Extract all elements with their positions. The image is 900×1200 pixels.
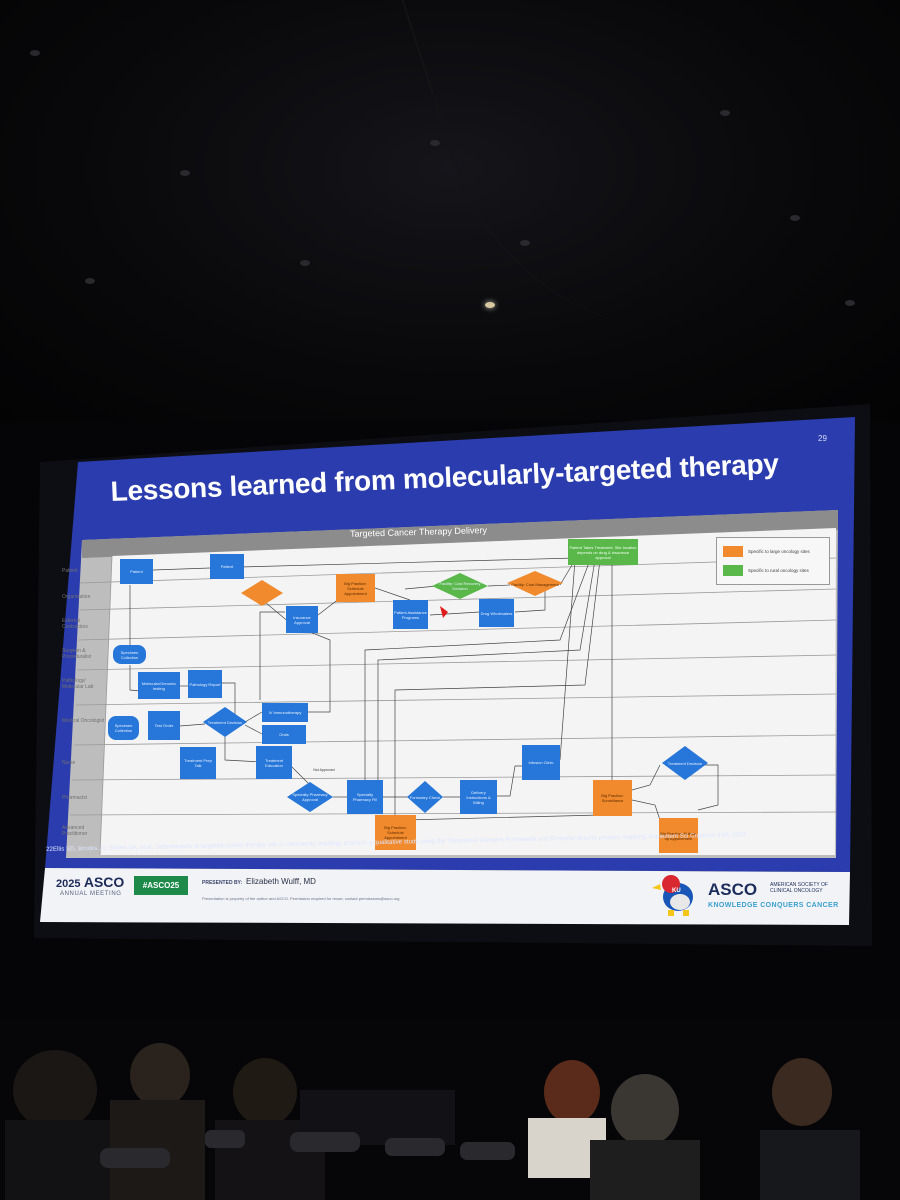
legend-label: Specific to rural oncology sites xyxy=(748,568,809,573)
ceiling-light xyxy=(790,215,800,221)
process-box: Molecular/Genomic testing xyxy=(138,672,180,699)
decision-label: Facility: Cost Management xyxy=(511,581,559,587)
decision-diamond xyxy=(287,782,333,812)
ceiling-light xyxy=(180,170,190,176)
audience-head xyxy=(544,1060,600,1124)
audience-head xyxy=(233,1058,297,1126)
process-box: Patient xyxy=(210,554,244,579)
process-box-green: Patient Takes Treatment. Site location d… xyxy=(568,539,638,565)
presented-by-label: PRESENTED BY: xyxy=(202,880,243,886)
legend-swatch-green xyxy=(723,565,743,576)
process-box: Specialty Pharmacy Fill xyxy=(347,780,383,814)
audience-body xyxy=(590,1140,700,1200)
audience-head xyxy=(130,1043,190,1107)
audience xyxy=(0,1020,900,1200)
lane-label: Medical Oncologist xyxy=(62,718,105,724)
annual-meeting-label: ANNUAL MEETING xyxy=(60,891,122,897)
process-box: Patient xyxy=(120,559,153,584)
lane-label: External Contractors xyxy=(62,618,88,630)
lane-label: Organization xyxy=(62,594,91,600)
ceiling-light xyxy=(430,140,440,146)
process-box: Specimen Collection xyxy=(113,645,146,664)
decision-label: Treatment Decision xyxy=(207,719,243,725)
asco-society-name: AMERICAN SOCIETY OF CLINICAL ONCOLOGY xyxy=(770,882,828,894)
lane-label: Nurse xyxy=(62,760,76,766)
hashtag-badge: #ASCO25 xyxy=(134,876,188,895)
process-box: Orals xyxy=(262,725,306,744)
decision-label: Facility: Cost Recovery Decision xyxy=(439,581,481,591)
audience-head xyxy=(611,1074,679,1146)
slide-footer-band xyxy=(40,868,850,925)
lane-label: Patient xyxy=(62,568,78,574)
meeting-brand: ASCO xyxy=(83,874,125,890)
process-box: Delivery Instructions & Billing xyxy=(460,780,497,814)
meeting-year: 2025 xyxy=(56,878,81,890)
ceiling-light xyxy=(520,240,530,246)
decision-diamond xyxy=(407,781,443,813)
legend-swatch-orange xyxy=(723,546,743,557)
legend-item: Specific to rural oncology sites xyxy=(723,565,809,576)
audience-head xyxy=(772,1058,832,1126)
legend-label: Specific to large oncology sites xyxy=(748,549,810,554)
edge-label: Not Approved xyxy=(313,767,335,772)
audience-head xyxy=(13,1050,97,1130)
process-box: Test Order xyxy=(148,711,180,740)
ceiling xyxy=(0,0,900,420)
diagram-legend: Specific to large oncology sites Specifi… xyxy=(716,537,830,585)
process-box: Infusion Clinic xyxy=(522,745,560,780)
ku-logo-text: KU xyxy=(672,888,681,894)
asco-brand: ASCO xyxy=(708,880,758,899)
process-box: Treatment Education xyxy=(256,746,292,779)
audience-body xyxy=(5,1120,115,1200)
process-box-orange: Big Practice: Schedule Appointment xyxy=(375,815,416,850)
ceiling-light xyxy=(30,50,40,56)
process-box: IV Immunotherapy xyxy=(262,703,308,722)
diagram-header-bar xyxy=(82,510,838,558)
ceiling-light xyxy=(85,278,95,284)
jayhawk-logo xyxy=(652,875,693,916)
ceiling-light xyxy=(845,300,855,306)
lane-separators xyxy=(69,555,837,856)
lane-label: Surgeon & Proceduralist xyxy=(62,648,92,660)
lane-label: Advanced Practitioner xyxy=(62,825,88,837)
process-box: Drug Wholesalers xyxy=(479,599,514,627)
ceiling-spotlight xyxy=(485,302,495,308)
lane-label: Pharmacist xyxy=(62,795,88,801)
diagram-title: Targeted Cancer Therapy Delivery xyxy=(349,525,488,539)
seat-backs xyxy=(100,1130,515,1168)
ceiling-light xyxy=(300,260,310,266)
decision-diamond xyxy=(432,573,488,599)
process-box: Specimen Collection xyxy=(108,716,139,740)
ceiling-light xyxy=(720,110,730,116)
decision-diamond xyxy=(203,707,247,737)
decision-diamond xyxy=(662,746,708,780)
process-box: Pathology Report xyxy=(188,670,222,698)
audience-body xyxy=(760,1130,860,1200)
asco-meeting-logo: 2025 ASCO xyxy=(56,874,124,890)
process-box: Patient Assistance Programs xyxy=(393,600,428,629)
decision-label: Treatment Decision xyxy=(667,760,703,766)
asco-tagline: KNOWLEDGE CONQUERS CANCER xyxy=(708,902,839,909)
presenter-name: Elizabeth Wulff, MD xyxy=(246,877,316,886)
decision-diamond xyxy=(507,571,563,596)
legend-item: Specific to large oncology sites xyxy=(723,546,810,557)
process-box-orange: Big Practice: Schedule Appointment xyxy=(336,574,375,602)
flow-connectors xyxy=(129,557,719,821)
process-box-orange: Big Practice: Follow-up Appointment xyxy=(659,818,698,853)
decision-label: Specialty Pharmacy Approval xyxy=(292,792,328,802)
lane-label: Pathology/ Molecular Lab xyxy=(62,678,94,690)
slide-title: Lessons learned from molecularly-targete… xyxy=(110,448,780,507)
decision-diamond xyxy=(241,580,283,606)
process-box: Insurance Approval xyxy=(286,606,318,633)
laser-pointer xyxy=(440,606,448,618)
slide-citation: 22Ellis SD, Brooks JV, Birken SA, et al.… xyxy=(46,831,747,853)
slide-page-number: 29 xyxy=(818,434,827,443)
process-box: Treatment Prep Talk xyxy=(180,747,216,779)
decision-label: Formulary Check xyxy=(409,794,441,800)
process-box-orange: Big Practice: Surveillance xyxy=(593,780,632,816)
copyright-notice: Presentation is property of the author a… xyxy=(202,896,400,901)
